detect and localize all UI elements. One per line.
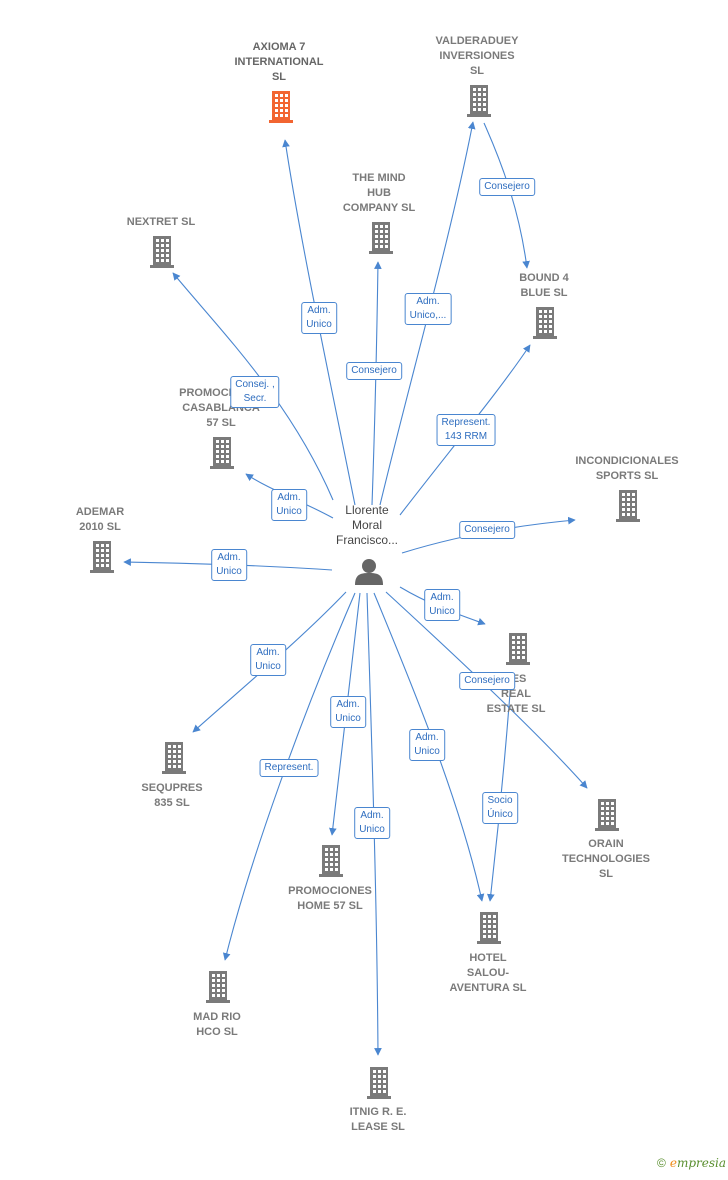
edge-label-hotel[interactable]: Adm. Unico: [409, 729, 445, 761]
building-icon-nextret[interactable]: [150, 236, 174, 268]
building-icon-bound4[interactable]: [533, 307, 557, 339]
edge-madrio: [222, 592, 356, 961]
building-icon-valderaduey[interactable]: [467, 85, 491, 117]
node-label-hotel[interactable]: HOTEL SALOU- AVENTURA SL: [449, 952, 527, 994]
node-label-mindhub[interactable]: THE MIND HUB COMPANY SL: [342, 172, 416, 214]
node-label-incondicionales[interactable]: INCONDICIONALES SPORTS SL: [575, 455, 679, 482]
building-icon-casablanca[interactable]: [210, 437, 234, 469]
building-icon-axioma[interactable]: [269, 91, 293, 123]
person-label[interactable]: Llorente Moral Francisco...: [335, 503, 399, 547]
edge-orain: [385, 591, 588, 789]
node-label-itnig[interactable]: ITNIG R. E. LEASE SL: [349, 1106, 407, 1133]
edge-label-valderaduey[interactable]: Adm. Unico,...: [404, 293, 452, 325]
node-label-valderaduey[interactable]: VALDERADUEY INVERSIONES SL: [435, 35, 519, 77]
person-icon[interactable]: [355, 559, 383, 585]
edge-label-ademar[interactable]: Adm. Unico: [211, 549, 247, 581]
edge-nextret: [172, 272, 334, 501]
node-label-orain[interactable]: ORAIN TECHNOLOGIES SL: [561, 838, 651, 880]
node-label-madrio[interactable]: MAD RIO HCO SL: [193, 1011, 241, 1038]
building-icon-orain[interactable]: [595, 799, 619, 831]
edge-label-incondicionales[interactable]: Consejero: [459, 521, 515, 539]
edge-label-realestate[interactable]: Adm. Unico: [424, 589, 460, 621]
building-icon-sequpres[interactable]: [162, 742, 186, 774]
edge-label-bound4[interactable]: Represent. 143 RRM: [436, 414, 496, 446]
edge-label-casablanca[interactable]: Adm. Unico: [271, 489, 307, 521]
node-label-bound4[interactable]: BOUND 4 BLUE SL: [519, 272, 569, 299]
edge-label-itnig[interactable]: Adm. Unico: [354, 807, 390, 839]
edge-label-mindhub[interactable]: Consejero: [346, 362, 402, 380]
brand-logo: empresia: [669, 1156, 726, 1170]
node-label-ademar[interactable]: ADEMAR 2010 SL: [75, 506, 125, 533]
edge-label-orain[interactable]: Consejero: [459, 672, 515, 690]
building-icon-itnig[interactable]: [367, 1067, 391, 1099]
edge-mindhub: [371, 261, 382, 506]
building-icon-home57[interactable]: [319, 845, 343, 877]
building-icon-realestate[interactable]: [506, 633, 530, 665]
building-icon-incondicionales[interactable]: [616, 490, 640, 522]
building-icon-mindhub[interactable]: [369, 222, 393, 254]
copyright-symbol: ©: [656, 1156, 666, 1170]
edge-label-axioma[interactable]: Adm. Unico: [301, 302, 337, 334]
building-icon-hotel[interactable]: [477, 912, 501, 944]
building-icon-ademar[interactable]: [90, 541, 114, 573]
edge-label-nextret[interactable]: Consej. , Secr.: [230, 376, 280, 408]
edge-label-sequpres[interactable]: Adm. Unico: [250, 644, 286, 676]
footer-brand[interactable]: ©empresia: [657, 1156, 726, 1170]
building-icon-madrio[interactable]: [206, 971, 230, 1003]
node-label-axioma[interactable]: AXIOMA 7 INTERNATIONAL SL: [234, 41, 324, 83]
edge-label-real-hotel[interactable]: Socio Único: [482, 792, 518, 824]
edge-label-madrio[interactable]: Represent.: [259, 759, 319, 777]
edge-label-home57[interactable]: Adm. Unico: [330, 696, 366, 728]
node-label-home57[interactable]: PROMOCIONES HOME 57 SL: [288, 885, 372, 912]
edge-label-val-bound[interactable]: Consejero: [479, 178, 535, 196]
node-label-nextret[interactable]: NEXTRET SL: [126, 216, 196, 228]
node-label-sequpres[interactable]: SEQUPRES 835 SL: [141, 782, 203, 809]
